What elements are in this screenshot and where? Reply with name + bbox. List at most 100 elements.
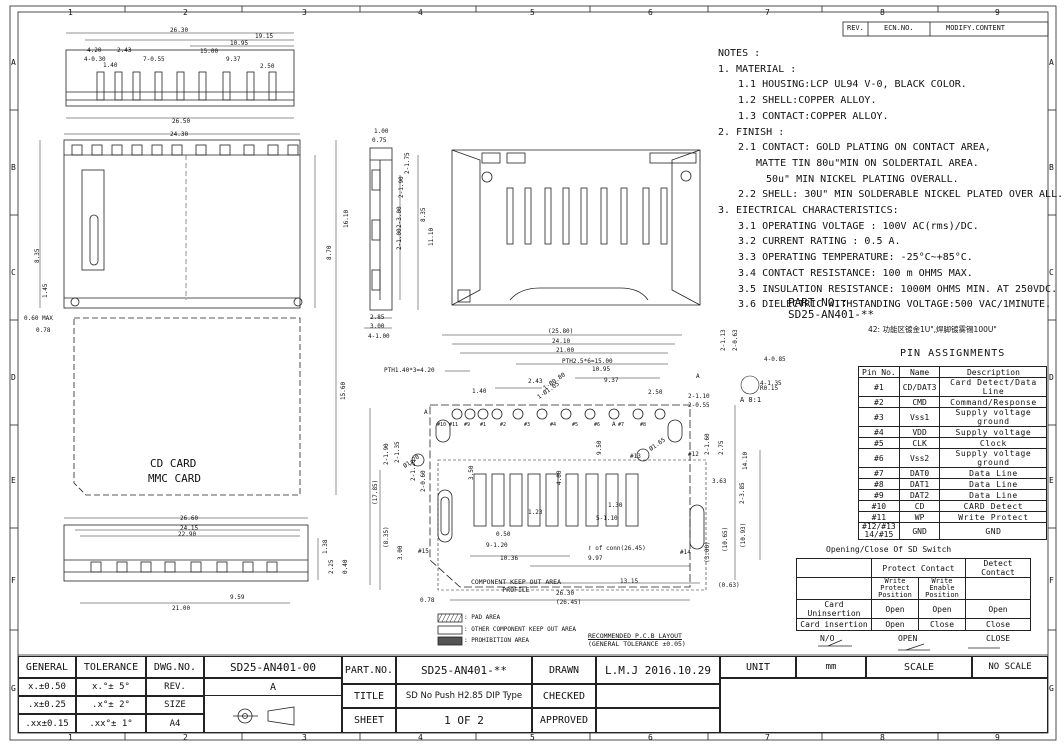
legend-swatches xyxy=(437,613,463,646)
pcb-dimension: 10.95 xyxy=(592,366,611,373)
switch-header-cell: Detect Contact xyxy=(965,558,1031,578)
column-number: 1 xyxy=(68,8,73,17)
pcb-dimension: 0.78 xyxy=(420,597,435,604)
top-view-dimension: 7-0.55 xyxy=(143,56,165,63)
top-view-dimension: 26.50 xyxy=(172,118,191,125)
pin-cell: #3 xyxy=(858,407,900,427)
front-view-dimension: 15.60 xyxy=(340,381,347,400)
pcb-annotation: #8 xyxy=(640,422,647,428)
shell-contact-slot xyxy=(506,187,514,245)
front-view-tooth xyxy=(287,144,299,156)
pcb-annotation: #1 xyxy=(480,422,487,428)
row-letter: C xyxy=(1049,268,1054,277)
bottom-view-dimension: 21.00 xyxy=(172,605,191,612)
note-line: 3.4 CONTACT RESISTANCE: 100 m OHMS MAX. xyxy=(738,267,973,279)
front-view-dimension: 16.10 xyxy=(343,209,350,228)
row-letter: G xyxy=(1049,684,1054,693)
front-view-tooth xyxy=(195,144,207,156)
outer-frame xyxy=(9,5,1057,741)
front-view-tooth xyxy=(91,144,103,156)
switch-header-cell xyxy=(796,558,872,578)
column-number: 7 xyxy=(765,8,770,17)
switch-cell: Close xyxy=(918,618,966,631)
pcb-dimension: 2-1.90 xyxy=(383,443,390,465)
front-view-tooth xyxy=(111,144,123,156)
bottom-view-pin xyxy=(190,561,202,573)
column-number: 5 xyxy=(530,8,535,17)
pcb-dimension: 3.00 xyxy=(397,545,404,560)
shell-view xyxy=(451,149,701,306)
pin-cell: CARD Detect xyxy=(939,500,1048,512)
pcb-annotation: #15 xyxy=(418,548,429,555)
bottom-view-dimension: 0.40 xyxy=(342,559,349,574)
pcb-dimension: 2-1.13 xyxy=(720,329,727,351)
pcb-pad-area xyxy=(565,473,579,527)
note-line: 50u" MIN NICKEL PLATING OVERALL. xyxy=(766,173,959,185)
note-line: 1.1 HOUSING:LCP UL94 V-0, BLACK COLOR. xyxy=(738,79,967,91)
note-line: 1.3 CONTACT:COPPER ALLOY. xyxy=(738,110,889,122)
pin-cell: DAT1 xyxy=(898,478,941,490)
pin-assignments-title: PIN ASSIGNMENTS xyxy=(900,348,1006,359)
pin-cell: Data Line xyxy=(939,489,1048,501)
front-view-dimension: 0.60 MAX xyxy=(24,315,53,322)
bottom-view xyxy=(63,517,319,604)
side-view-dimension: 2-1.75 xyxy=(404,152,411,174)
top-view-dimension: 19.15 xyxy=(255,33,274,40)
top-view-pin xyxy=(96,71,105,101)
pcb-dimension: 2-0.55 xyxy=(688,402,710,409)
title-label: TITLE xyxy=(342,684,396,708)
row-letter: C xyxy=(11,268,16,277)
pcb-through-hole xyxy=(654,408,666,420)
top-view-pin xyxy=(176,71,185,101)
title-value: SD No Push H2.85 DIP Type xyxy=(396,684,532,708)
pcb-through-hole xyxy=(536,408,548,420)
bottom-view-dimension: 24.15 xyxy=(180,525,199,532)
pcb-pad-area xyxy=(491,473,505,527)
pcb-annotation: A xyxy=(424,409,428,416)
pcb-dimension: 4-0.85 xyxy=(764,356,786,363)
pcb-pad-area xyxy=(605,473,619,527)
pin-header-cell: Pin No. xyxy=(858,366,900,378)
pin-cell: GND xyxy=(898,522,941,540)
pcb-pad-area xyxy=(509,473,523,527)
bottom-view-pin xyxy=(140,561,152,573)
pcb-dimension: 24.10 xyxy=(552,338,571,345)
top-view-dimension: 1.40 xyxy=(103,62,118,69)
column-number: 2 xyxy=(183,733,188,742)
switch-cell: Open xyxy=(871,618,919,631)
side-view-dimension: 11.10 xyxy=(428,227,435,246)
pin-cell: #5 xyxy=(858,437,900,449)
top-view-dimension: 26.30 xyxy=(170,27,189,34)
size-value: A4 xyxy=(146,714,204,733)
tol-angle-2: .x°± 2° xyxy=(76,696,146,714)
pin-cell: #12/#13 14/#15 xyxy=(858,522,900,540)
dwg-no-value: SD25-AN401-00 xyxy=(204,656,342,678)
pcb-through-hole xyxy=(464,408,476,420)
top-view-dimension: 4-0.30 xyxy=(84,56,106,63)
pcb-pad-area xyxy=(473,473,487,527)
checked-label: CHECKED xyxy=(532,684,596,708)
row-letter: F xyxy=(1049,576,1054,585)
shell-contact-slot xyxy=(620,187,628,245)
bottom-view-pin xyxy=(266,561,278,573)
front-view-tooth xyxy=(243,144,255,156)
side-view-dimension: 2-1.00 xyxy=(396,228,403,250)
shell-contact-slot xyxy=(544,187,552,245)
bottom-view-dimension: 26.60 xyxy=(180,515,199,522)
pcb-dimension: 10.36 xyxy=(500,555,519,562)
pin-cell: CD/DAT3 xyxy=(898,377,941,397)
switch-cell: Card insertion xyxy=(796,618,872,631)
top-view-dimension: 15.00 xyxy=(200,48,219,55)
pin-cell: CD xyxy=(898,500,941,512)
pcb-annotation: R0.15 xyxy=(760,385,779,392)
pin-cell: #1 xyxy=(858,377,900,397)
